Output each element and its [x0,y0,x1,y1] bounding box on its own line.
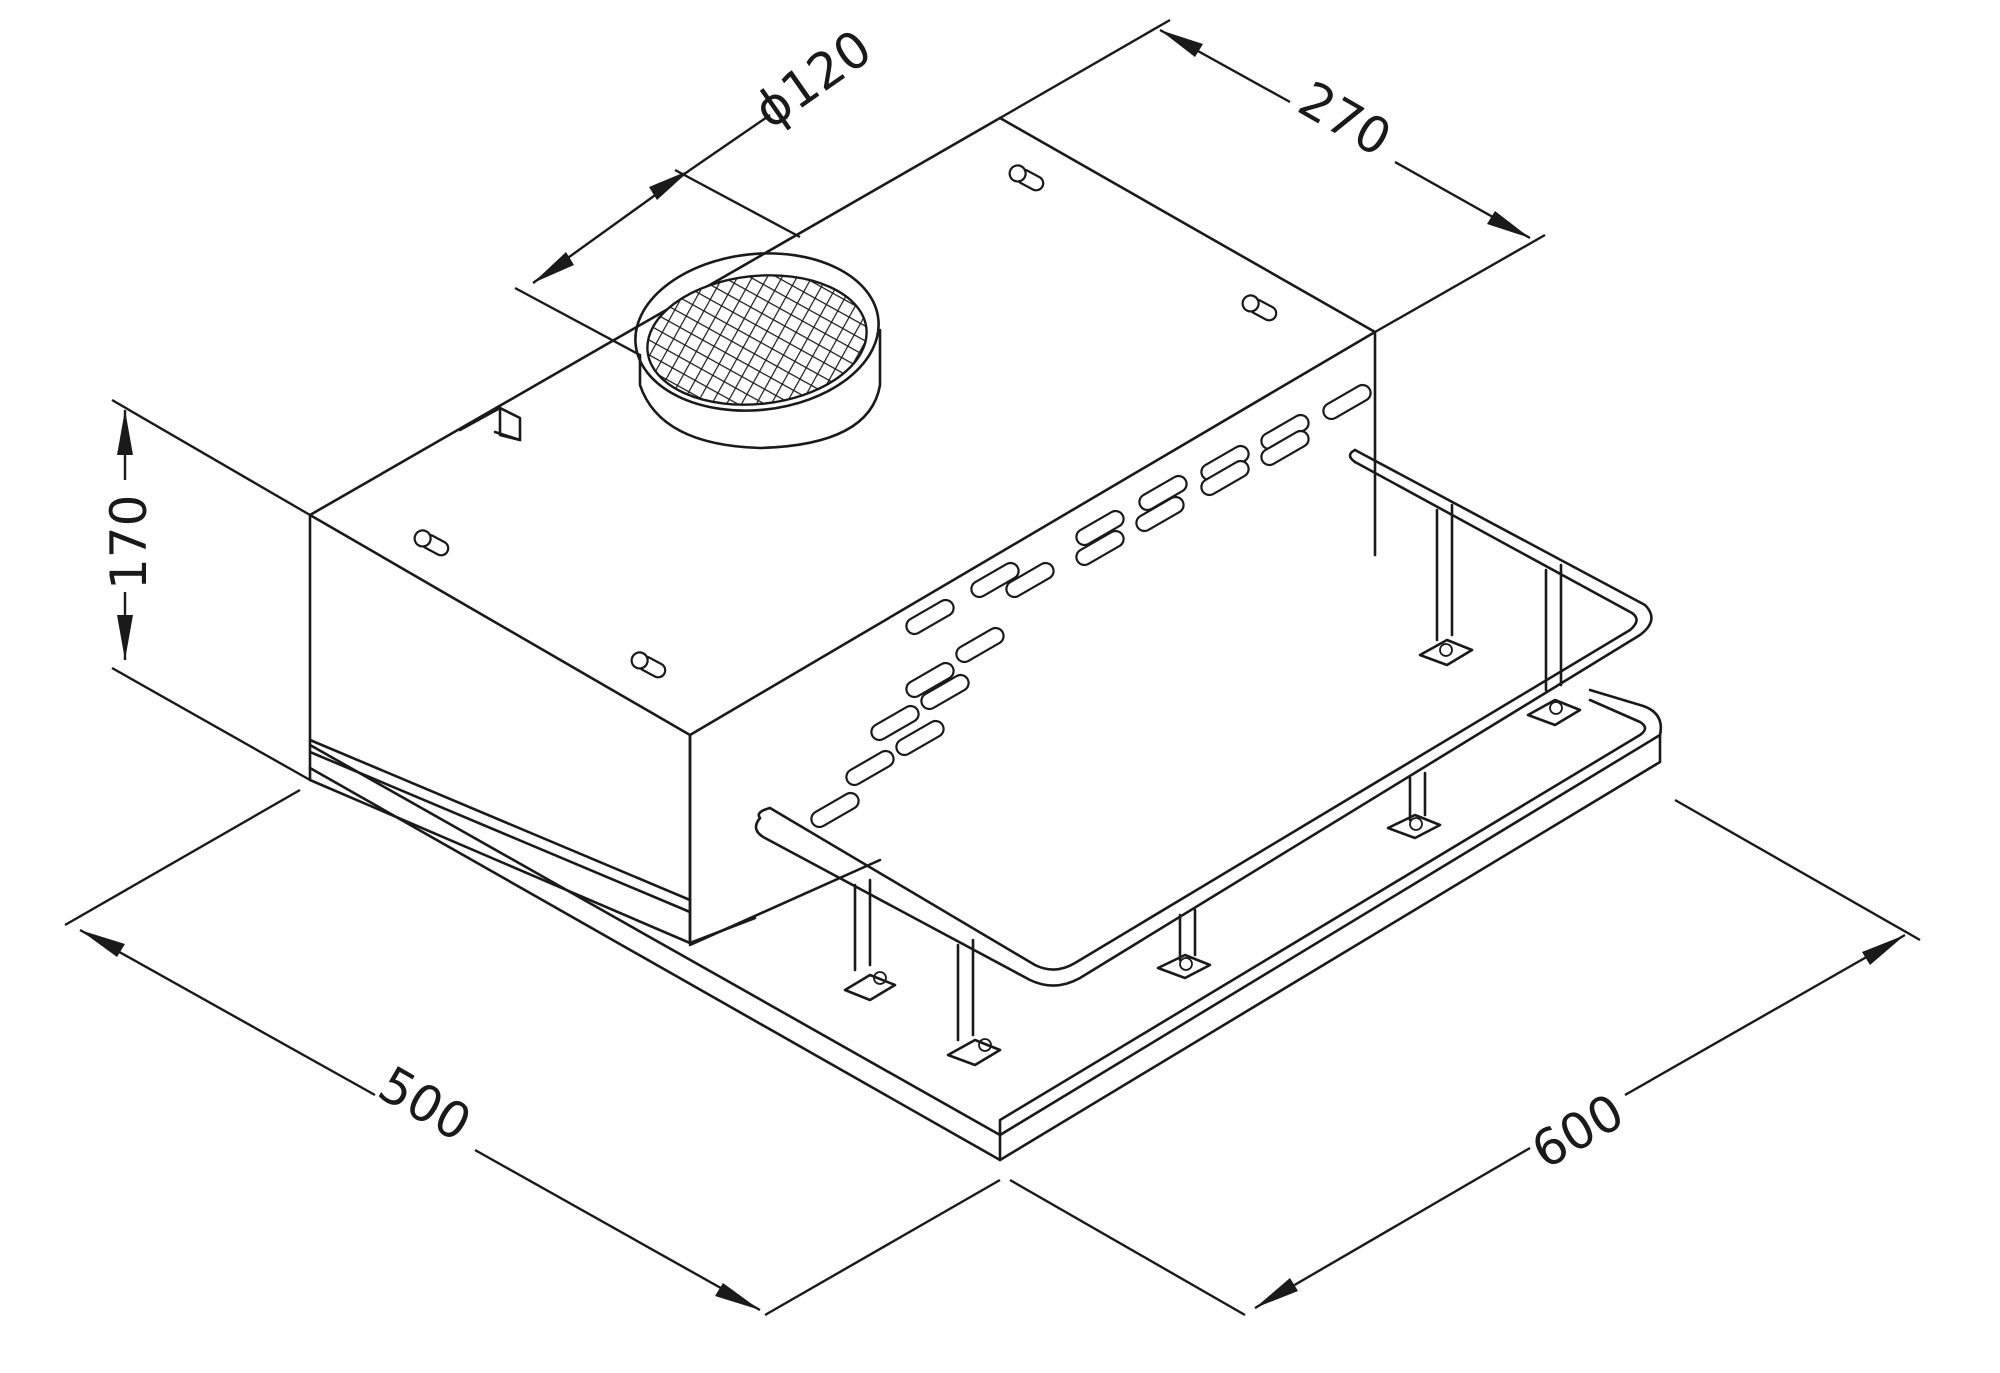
dimension-label-height: 170 [100,495,158,590]
rail-post [1386,771,1442,840]
vent-slot [920,673,970,711]
dimension-depth-top: 270 [999,18,1546,334]
vent-slot [1135,495,1185,533]
vent-slot [1005,561,1055,599]
dimension-width: 600 [1009,798,1921,1317]
vent-slot [905,661,955,699]
dimension-label-depth-top: 270 [1289,70,1401,168]
vent-slot [970,561,1020,599]
keyhole-slot [630,651,667,679]
vent-slot [1260,429,1310,467]
vent-slot [810,791,860,829]
vent-slot [1075,529,1125,567]
rail-post [1526,563,1582,727]
base-plate [308,688,1663,1162]
handle-rail [754,448,1653,987]
rail-posts [843,503,1582,1067]
vent-slot [1200,459,1250,497]
vent-slot [870,704,920,742]
dimension-label-depth: 500 [369,1055,481,1153]
hood-body [308,116,1377,945]
rail-post [1418,503,1474,667]
keyhole-slots [413,164,1278,679]
vent-slot [905,598,955,636]
vent-slots [810,383,1372,829]
keyhole-slot [1241,294,1278,322]
vent-slot [955,626,1005,664]
dimension-height: 170 [100,398,311,782]
keyhole-slot [413,529,450,557]
rail-post [946,938,1002,1067]
rail-post [843,878,897,1002]
rail-post [1156,908,1212,980]
duct-outlet [634,252,882,450]
vent-slot [845,749,895,787]
keyhole-slot [1008,164,1045,192]
vent-slot [1322,383,1372,421]
dimension-label-diameter: ϕ120 [744,19,882,140]
dimension-label-width: 600 [1522,1082,1634,1180]
vent-slot [1075,509,1125,547]
vent-slot [895,719,945,757]
